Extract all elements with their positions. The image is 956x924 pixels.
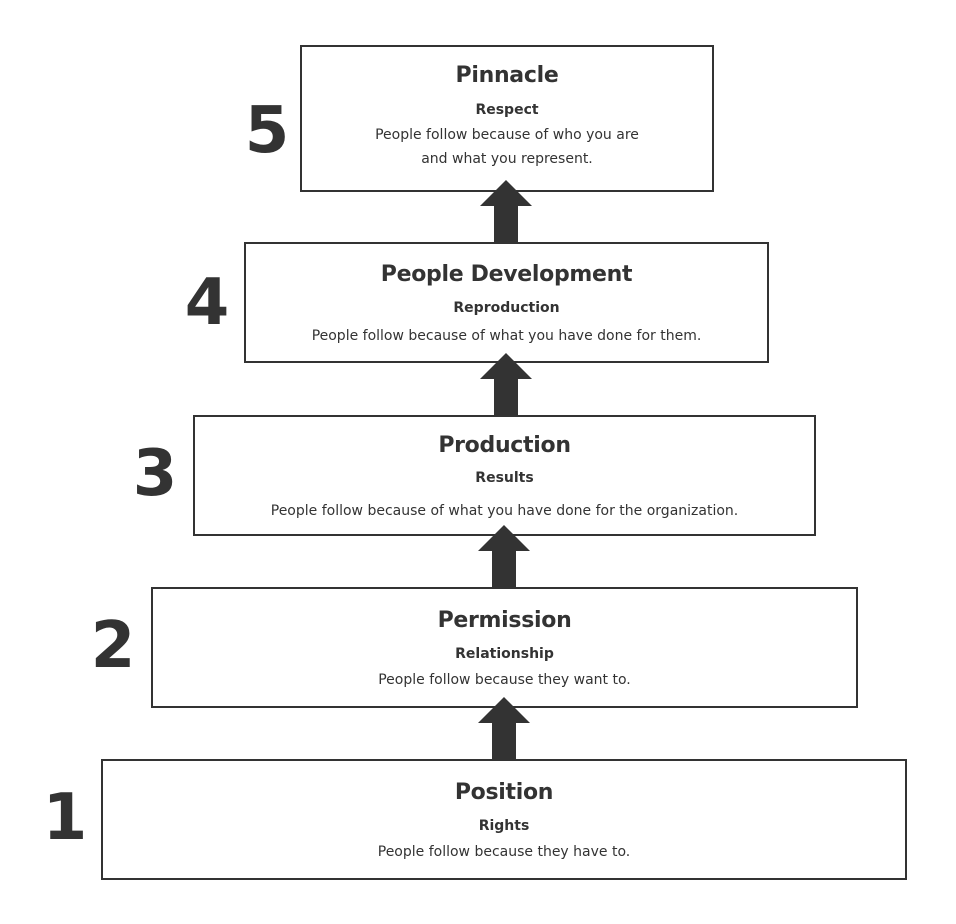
arrow-up-icon (480, 180, 532, 242)
level-title: Permission (437, 608, 572, 633)
level-number-4: 4 (184, 266, 230, 340)
level-description-line: People follow because of who you are (375, 127, 639, 143)
level-title: People Development (380, 262, 633, 287)
arrow-up-icon (480, 353, 532, 415)
level-title: Production (438, 433, 571, 458)
level-number-1: 1 (42, 781, 88, 855)
level-box-position: Position Rights People follow because th… (101, 759, 907, 880)
level-description: People follow because of who you are and… (302, 123, 712, 171)
arrow-up-icon (478, 697, 530, 759)
level-box-people-development: People Development Reproduction People f… (244, 242, 769, 363)
level-number-2: 2 (90, 609, 136, 683)
arrow-up-icon (478, 525, 530, 587)
level-subtitle: Reproduction (453, 300, 560, 316)
level-description: People follow because of what you have d… (246, 324, 767, 348)
level-description: People follow because they want to. (153, 668, 856, 692)
level-description: People follow because of what you have d… (195, 499, 814, 523)
level-subtitle: Respect (475, 102, 539, 118)
level-description-line: People follow because they want to. (378, 672, 631, 688)
level-description-line: People follow because of what you have d… (311, 328, 702, 344)
level-description-line: People follow because they have to. (377, 844, 631, 860)
level-description-line: People follow because of what you have d… (270, 503, 739, 519)
level-subtitle: Relationship (455, 646, 554, 662)
level-subtitle: Results (475, 470, 534, 486)
level-description-line: and what you represent. (421, 151, 593, 167)
level-title: Pinnacle (455, 63, 559, 88)
level-number-5: 5 (244, 94, 290, 168)
level-box-production: Production Results People follow because… (193, 415, 816, 536)
level-description: People follow because they have to. (103, 840, 905, 864)
level-box-pinnacle: Pinnacle Respect People follow because o… (300, 45, 714, 192)
level-box-permission: Permission Relationship People follow be… (151, 587, 858, 708)
level-number-3: 3 (132, 437, 178, 511)
level-title: Position (454, 780, 554, 805)
level-subtitle: Rights (478, 818, 530, 834)
